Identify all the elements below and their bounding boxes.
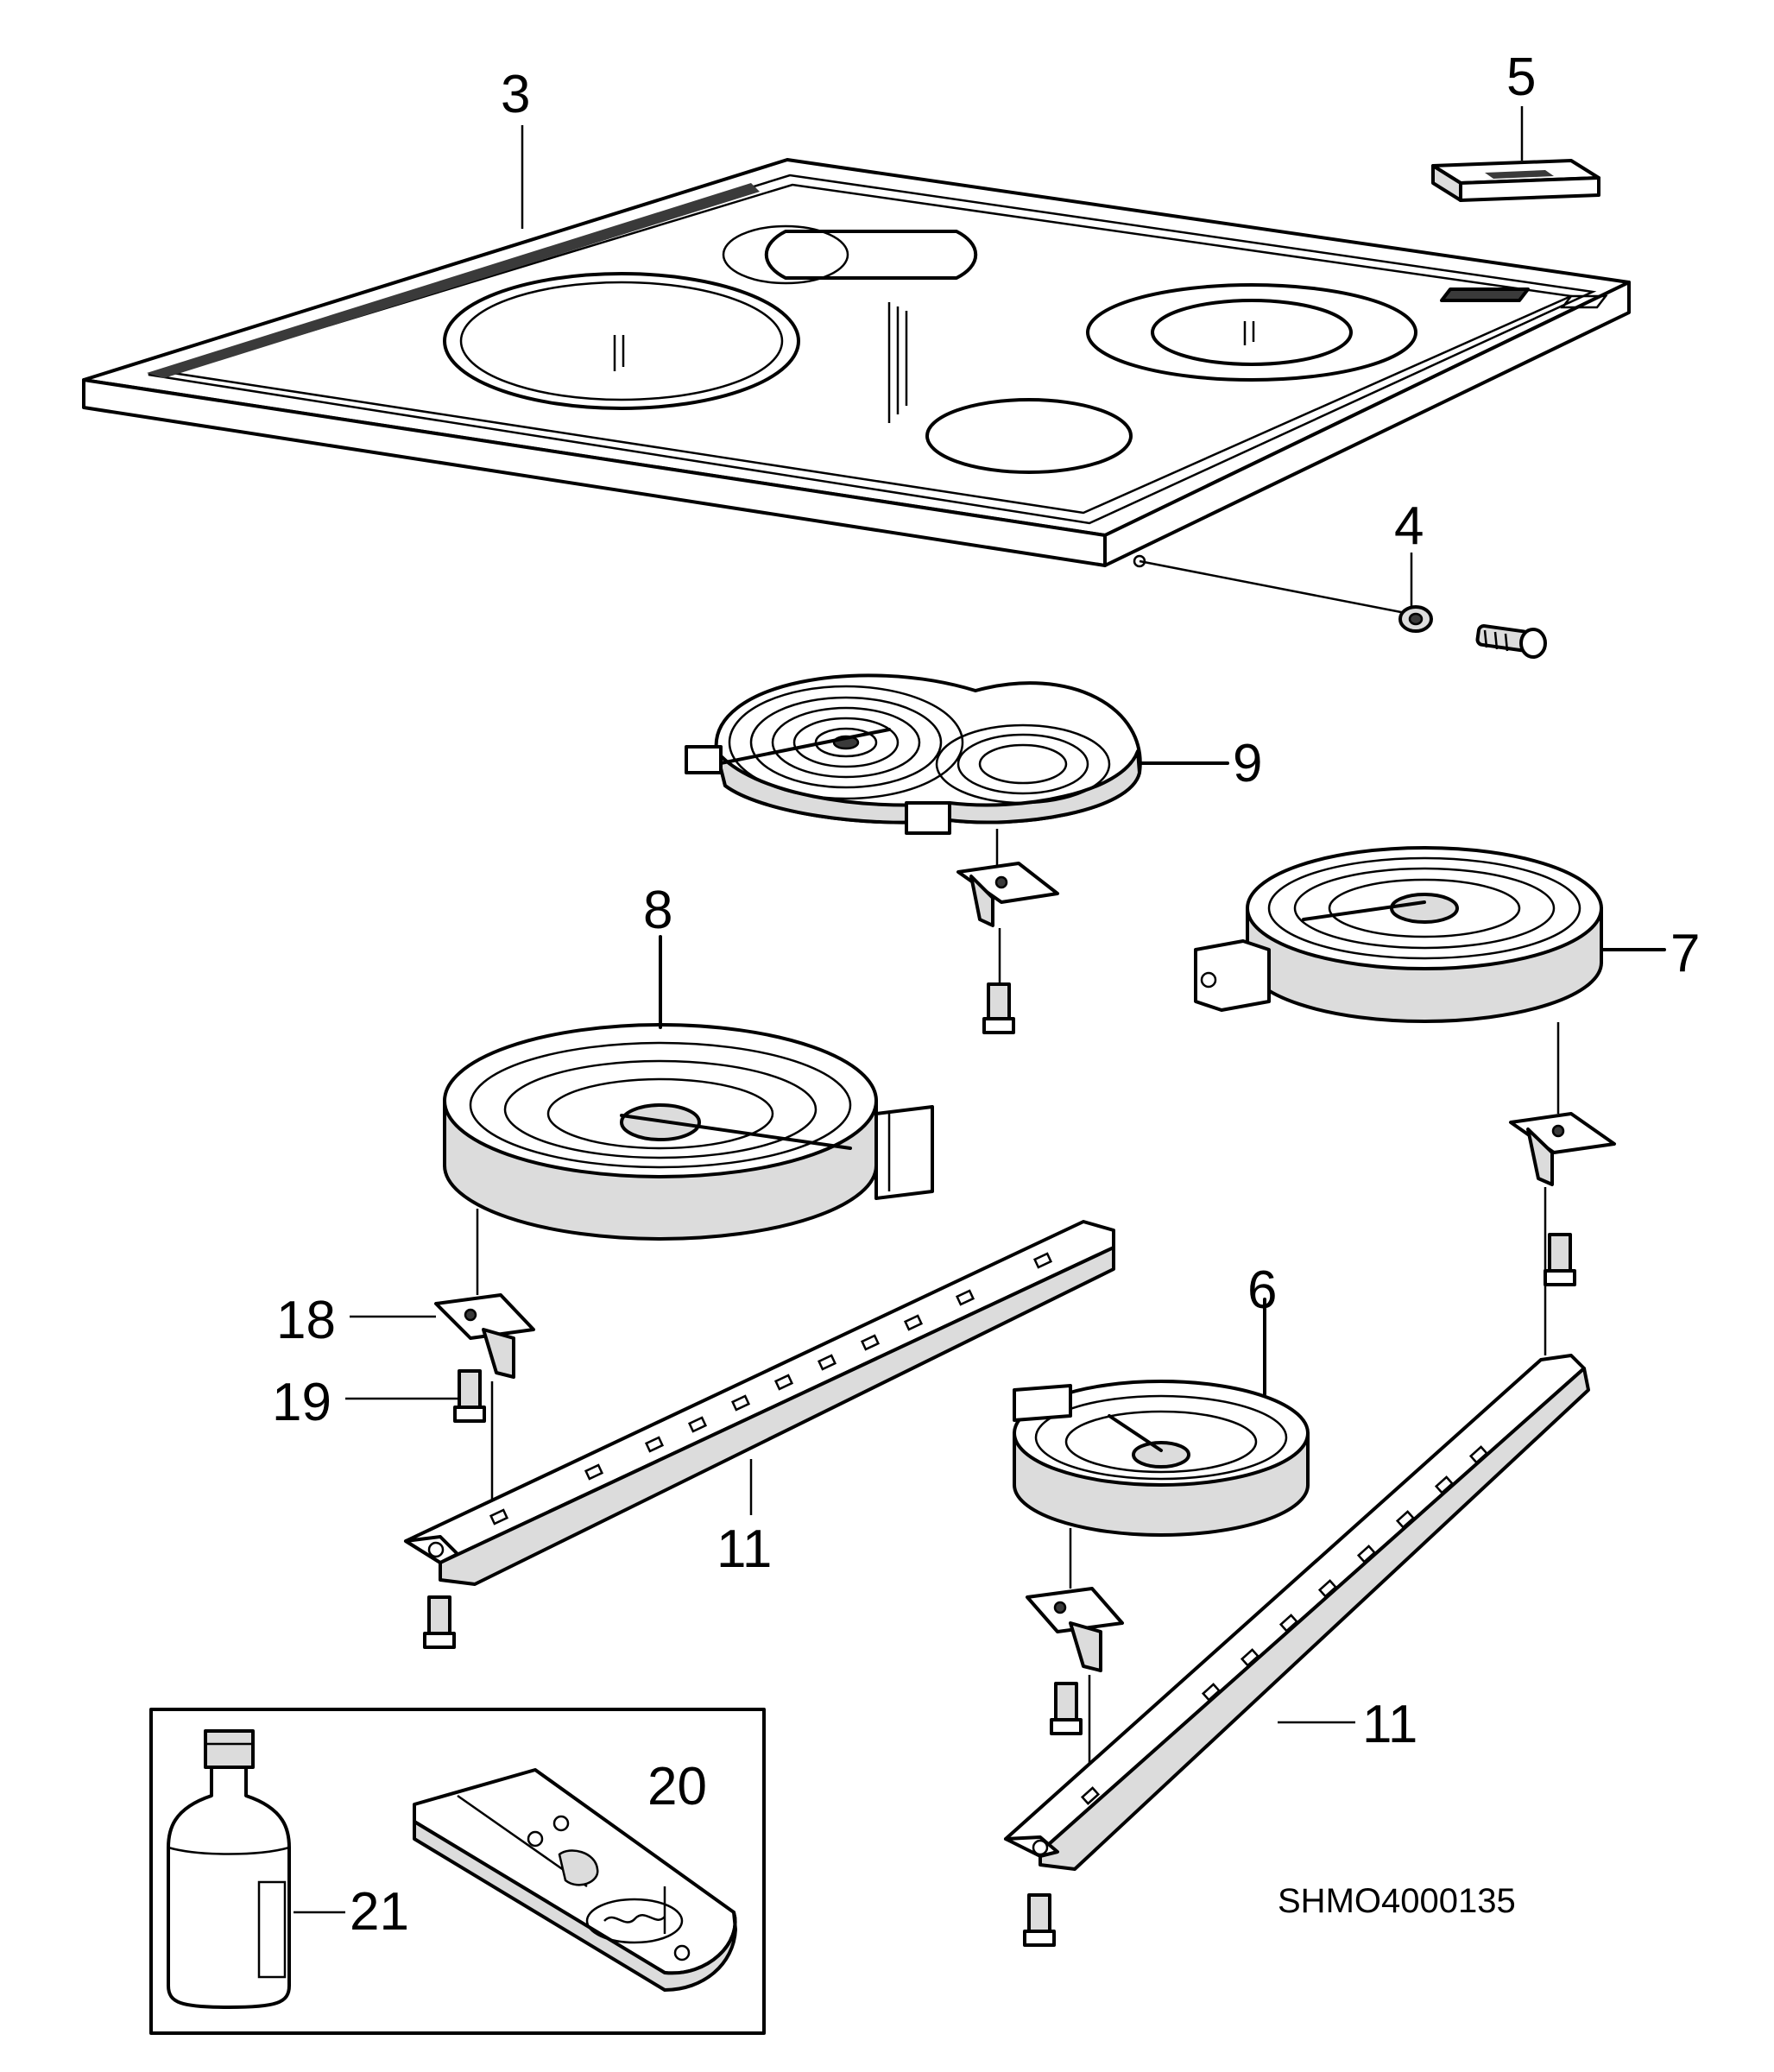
- drawing-code: SHMO4000135: [1278, 1882, 1516, 1920]
- mounting-clip-7: [1509, 1112, 1616, 1355]
- rail-screw-right: [1023, 1893, 1056, 1947]
- radiant-heater-8: [443, 935, 934, 1295]
- part-label-20: 20: [647, 1757, 707, 1816]
- screw-19: [453, 1369, 486, 1423]
- support-rail-right: [1004, 1354, 1590, 1871]
- fixing-screw-and-washer: [1398, 605, 1547, 659]
- part-label-19: 19: [272, 1373, 331, 1432]
- cleaning-fluid-bottle: [167, 1729, 345, 2009]
- part-label-5: 5: [1506, 47, 1536, 107]
- accessories-inset-box: [149, 1708, 766, 2035]
- part-label-18: 18: [276, 1291, 336, 1350]
- leader-lines: [345, 106, 1524, 1400]
- mounting-clip-6: [1026, 1587, 1124, 1804]
- control-cover: [1431, 159, 1600, 202]
- dual-oval-heater: [685, 673, 1229, 868]
- hob-glass-top: [82, 158, 1631, 615]
- part-label-11-right: 11: [1362, 1695, 1417, 1754]
- radiant-heater-7: [1194, 846, 1666, 1114]
- part-label-7: 7: [1670, 924, 1700, 983]
- mounting-clip-9: [956, 862, 1059, 1034]
- part-label-4: 4: [1394, 496, 1424, 556]
- part-label-6: 6: [1247, 1260, 1277, 1320]
- part-label-9: 9: [1233, 734, 1262, 793]
- part-label-8: 8: [643, 881, 672, 940]
- glass-scraper: [413, 1768, 737, 1992]
- part-label-3: 3: [501, 65, 530, 124]
- mounting-clip-18: [434, 1293, 535, 1519]
- part-label-11-left: 11: [717, 1519, 772, 1579]
- rail-screw-left: [423, 1595, 456, 1649]
- radiant-heater-6: [1013, 1298, 1310, 1589]
- support-rail-left: [404, 1220, 1115, 1586]
- part-label-21: 21: [350, 1882, 409, 1942]
